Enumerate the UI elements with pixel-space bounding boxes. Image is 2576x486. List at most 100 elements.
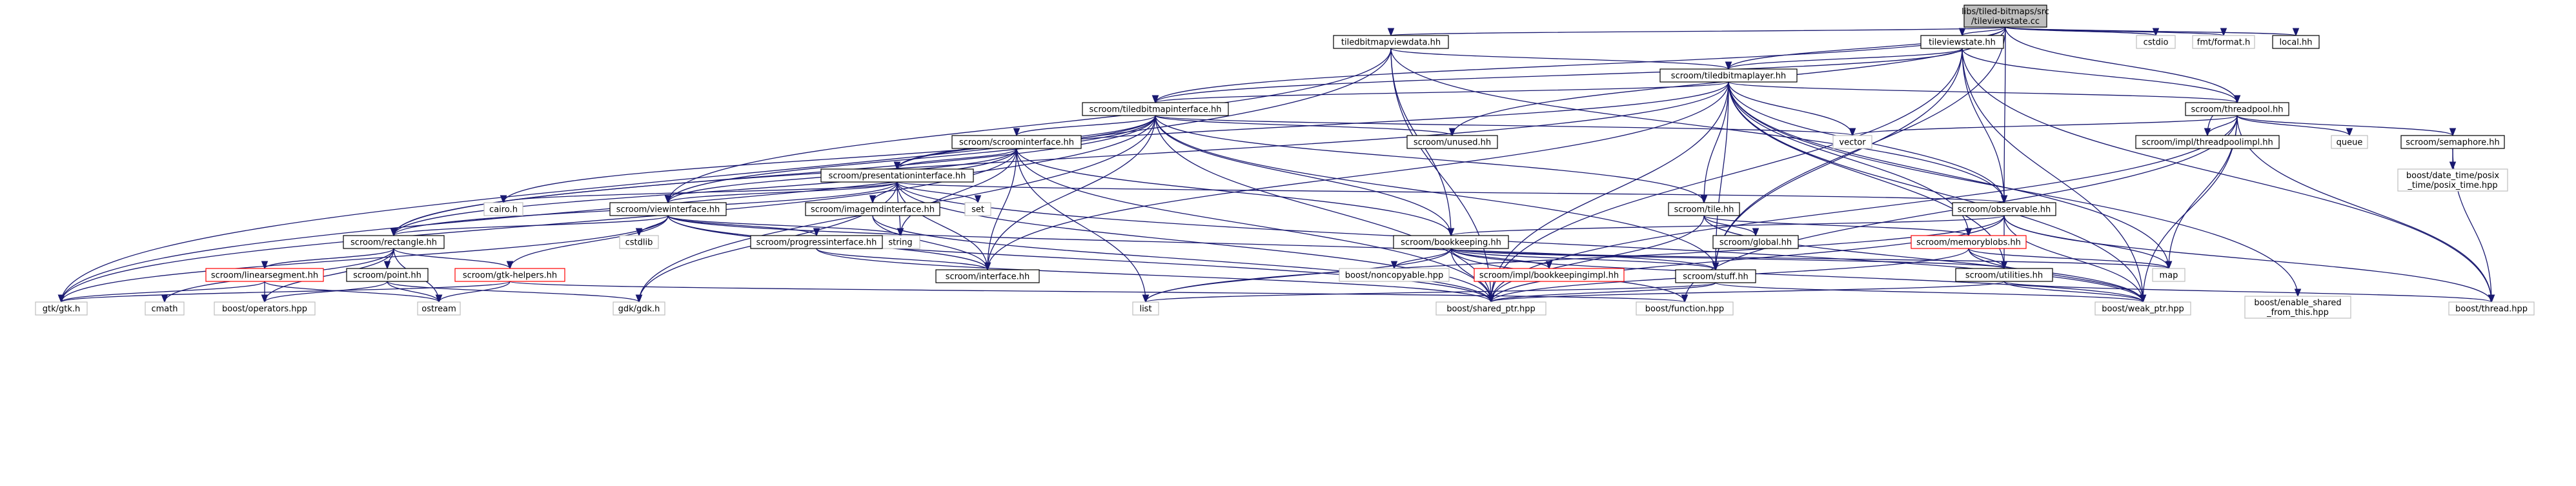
edge-tbl-to-interface — [988, 81, 1729, 270]
edge-presif-to-viewif — [668, 181, 898, 203]
node-vector[interactable]: vector — [1832, 135, 1872, 149]
node-scroom-impl-threadpoolimpl-hh[interactable]: scroom/impl/threadpoolimpl.hh — [2135, 135, 2280, 149]
edge-point-to-gdk — [387, 281, 639, 303]
edge-scroomif-to-bookkeeping — [1016, 148, 1451, 236]
node-box — [750, 235, 883, 249]
node-boost-thread-hpp[interactable]: boost/thread.hpp — [2448, 301, 2535, 316]
node-box — [820, 168, 974, 183]
node-box — [1955, 268, 2053, 282]
node-scroom-gtk-helpers-hh[interactable]: scroom/gtk-helpers.hh — [454, 268, 565, 282]
node-map[interactable]: map — [2152, 268, 2186, 282]
node-box — [1339, 268, 1450, 282]
node-scroom-progressinterface-hh[interactable]: scroom/progressinterface.hh — [750, 235, 883, 249]
node-scroom-viewinterface-hh[interactable]: scroom/viewinterface.hh — [609, 202, 727, 216]
node-scroom-threadpool-hh[interactable]: scroom/threadpool.hh — [2185, 102, 2289, 116]
node-scroom-unused-hh[interactable]: scroom/unused.hh — [1406, 135, 1498, 149]
node-boost-function-hpp[interactable]: boost/function.hpp — [1636, 301, 1734, 316]
node-boost-operators-hpp[interactable]: boost/operators.hpp — [214, 301, 316, 316]
node-label: _from_this.hpp — [2266, 308, 2329, 318]
node-scroom-interface-hh[interactable]: scroom/interface.hh — [935, 269, 1040, 283]
node-boost-weak-ptr-hpp[interactable]: boost/weak_ptr.hpp — [2094, 301, 2191, 316]
node-box — [2244, 296, 2351, 319]
node-box — [1132, 301, 1159, 316]
node-label: boost/date_time/posix — [2406, 171, 2500, 181]
edge-tbi-to-stuff — [1155, 115, 1716, 270]
node-string[interactable]: string — [880, 235, 920, 249]
node-box — [1832, 135, 1872, 149]
edge-threadpool-to-vector — [1852, 115, 2238, 136]
edge-viewif-to-stuff — [667, 215, 1716, 270]
edge-rect-to-boostops — [265, 248, 394, 303]
node-gtk-gtk-h[interactable]: gtk/gtk.h — [35, 301, 88, 316]
node-scroom-tiledbitmaplayer-hh[interactable]: scroom/tiledbitmaplayer.hh — [1659, 68, 1798, 83]
edge-viewif-to-sharedptr — [667, 215, 1491, 302]
node-tileviewstate-hh[interactable]: tileviewstate.hh — [1920, 35, 2004, 49]
edge-viewif-to-gtkgtk — [61, 215, 669, 302]
node-scroom-imagemdinterface-hh[interactable]: scroom/imagemdinterface.hh — [805, 202, 940, 216]
node-scroom-rectangle-hh[interactable]: scroom/rectangle.hh — [343, 235, 445, 249]
node-scroom-tile-hh[interactable]: scroom/tile.hh — [1668, 202, 1740, 216]
node-scroom-point-hh[interactable]: scroom/point.hh — [346, 268, 429, 282]
node-scroom-scroominterface-hh[interactable]: scroom/scroominterface.hh — [951, 135, 1082, 149]
node-scroom-tiledbitmapinterface-hh[interactable]: scroom/tiledbitmapinterface.hh — [1082, 102, 1229, 116]
dependency-edges — [61, 26, 2491, 303]
node-scroom-memoryblobs-hh[interactable]: scroom/memoryblobs.hh — [1911, 235, 2027, 249]
node-box — [805, 202, 940, 216]
node-label: boost/enable_shared — [2254, 298, 2341, 308]
node-set[interactable]: set — [964, 202, 991, 216]
node-label: scroom/tiledbitmapinterface.hh — [1090, 105, 1222, 115]
edge-threadpool-to-sharedptr — [1491, 115, 2238, 302]
node-cstdlib[interactable]: cstdlib — [619, 235, 659, 249]
node-label: scroom/impl/threadpoolimpl.hh — [2142, 138, 2273, 148]
node-fmt-format-h[interactable]: fmt/format.h — [2192, 35, 2255, 49]
node-scroom-linearsegment-hh[interactable]: scroom/linearsegment.hh — [205, 268, 324, 282]
node-label: scroom/tiledbitmaplayer.hh — [1671, 72, 1786, 81]
node-box — [1712, 235, 1799, 249]
node-boost-enable-shared-from-this-hpp[interactable]: boost/enable_shared_from_this.hpp — [2244, 296, 2351, 319]
node-scroom-bookkeeping-hh[interactable]: scroom/bookkeeping.hh — [1393, 235, 1509, 249]
edge-tile-to-weakptr — [1703, 215, 2143, 302]
edge-tbl-to-vector — [1728, 81, 1852, 136]
edge-tbl-to-map — [1728, 81, 2169, 268]
node-cairo-h[interactable]: cairo.h — [483, 202, 523, 216]
node-boost-date-time-posix-time-posix-time-hpp[interactable]: boost/date_time/posix_time/posix_time.hp… — [2397, 168, 2508, 192]
node-boost-noncopyable-hpp[interactable]: boost/noncopyable.hpp — [1339, 268, 1450, 282]
edge-tbl-to-tbi — [1155, 81, 1729, 103]
edge-gtkhelpers-to-gtkgtk — [61, 281, 511, 303]
node-box — [609, 202, 727, 216]
node-label: scroom/presentationinterface.hh — [829, 172, 966, 181]
node-cstdio[interactable]: cstdio — [2136, 35, 2176, 49]
node-label: set — [971, 205, 984, 215]
node-box — [1668, 202, 1740, 216]
node-box — [35, 301, 88, 316]
node-scroom-semaphore-hh[interactable]: scroom/semaphore.hh — [2400, 135, 2505, 149]
edge-tbi-to-cairo — [503, 115, 1156, 203]
edge-gtkhelpers-to-ostream — [439, 281, 511, 303]
node-scroom-presentationinterface-hh[interactable]: scroom/presentationinterface.hh — [820, 168, 974, 183]
node-queue[interactable]: queue — [2331, 135, 2368, 149]
node-local-hh[interactable]: local.hh — [2272, 35, 2320, 49]
node-label: scroom/scroominterface.hh — [959, 138, 1074, 148]
node-label: boost/thread.hpp — [2455, 305, 2528, 314]
edge-tbi-to-gtkgtk — [61, 115, 1156, 302]
edge-utilities-to-sharedptr — [1491, 281, 2005, 303]
node-cmath[interactable]: cmath — [145, 301, 185, 316]
edge-stuff-to-weakptr — [1715, 282, 2143, 303]
edge-bookkeeping-to-map — [1450, 248, 2169, 269]
node-list[interactable]: list — [1132, 301, 1159, 316]
node-gdk-gdk-h[interactable]: gdk/gdk.h — [613, 301, 665, 316]
edge-tbi-to-viewif — [668, 115, 1156, 203]
node-scroom-impl-bookkeepingimpl-hh[interactable]: scroom/impl/bookkeepingimpl.hh — [1474, 268, 1625, 282]
node-tiledbitmapviewdata-hh[interactable]: tiledbitmapviewdata.hh — [1333, 35, 1449, 49]
node-ostream[interactable]: ostream — [417, 301, 461, 316]
node-scroom-utilities-hh[interactable]: scroom/utilities.hh — [1955, 268, 2053, 282]
edge-tbvd-to-observable — [1390, 48, 2004, 203]
node-boost-shared-ptr-hpp[interactable]: boost/shared_ptr.hpp — [1435, 301, 1547, 316]
edge-viewif-to-string — [667, 215, 900, 236]
node-scroom-observable-hh[interactable]: scroom/observable.hh — [1952, 202, 2056, 216]
node-box — [1435, 301, 1547, 316]
node-scroom-stuff-hh[interactable]: scroom/stuff.hh — [1675, 269, 1756, 283]
node-scroom-global-hh[interactable]: scroom/global.hh — [1712, 235, 1799, 249]
edge-presif-to-observable — [897, 181, 2004, 203]
edge-tbl-to-utilities — [1728, 81, 2004, 268]
